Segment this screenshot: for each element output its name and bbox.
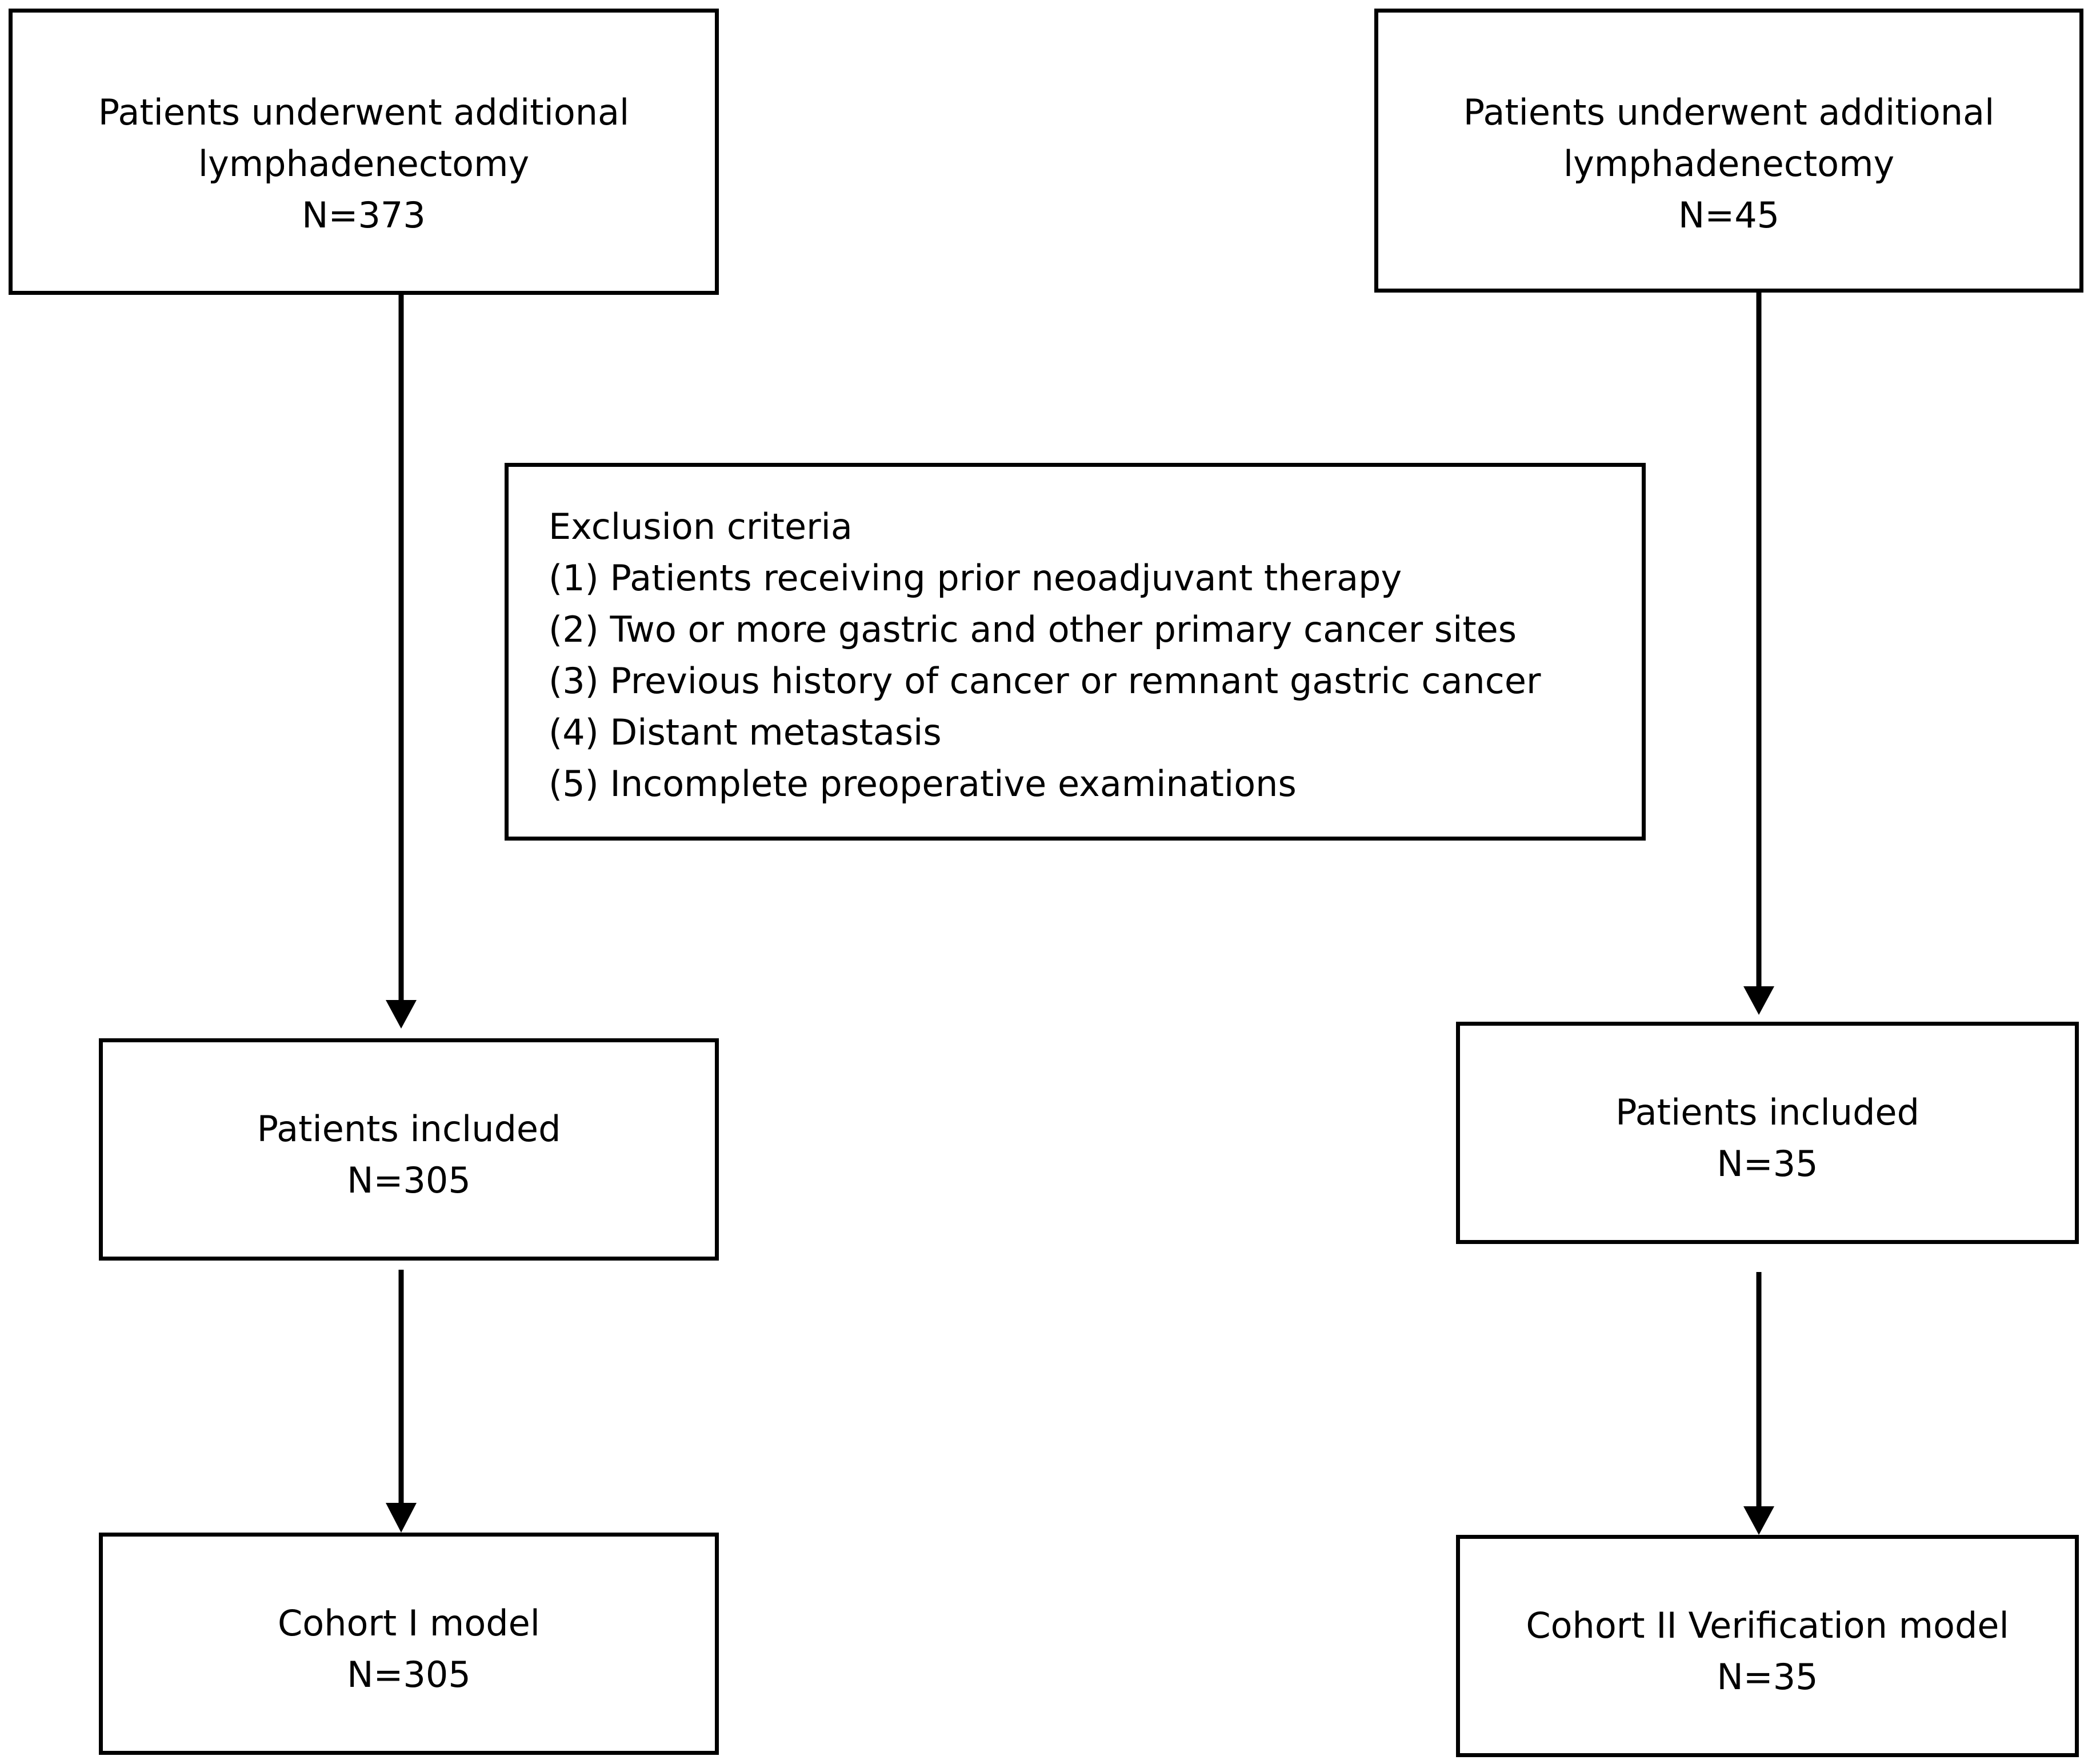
exclusion-item-5: (5) Incomplete preoperative examinations	[549, 763, 1297, 805]
left-middle-count: N=305	[347, 1159, 471, 1201]
exclusion-title: Exclusion criteria	[549, 506, 853, 547]
right-bottom-line1: Cohort II Verification model	[1526, 1605, 2009, 1646]
right-middle-box: Patients included N=35	[1456, 1022, 2079, 1244]
right-middle-count: N=35	[1717, 1143, 1818, 1185]
right-top-line2: lymphadenectomy	[1563, 143, 1895, 185]
left-bottom-count: N=305	[347, 1654, 471, 1695]
arrowhead-left-1	[386, 1000, 417, 1029]
left-middle-box: Patients included N=305	[99, 1038, 719, 1261]
left-top-line2: lymphadenectomy	[198, 143, 530, 185]
arrowhead-right-2	[1743, 1506, 1774, 1535]
exclusion-item-3: (3) Previous history of cancer or remnan…	[549, 660, 1541, 702]
right-top-count: N=45	[1678, 194, 1780, 236]
right-top-box: Patients underwent additional lymphadene…	[1374, 9, 2083, 293]
right-bottom-count: N=35	[1717, 1656, 1818, 1698]
left-bottom-line1: Cohort I model	[277, 1602, 540, 1644]
left-middle-line1: Patients included	[257, 1108, 561, 1150]
exclusion-box: Exclusion criteria (1) Patients receivin…	[505, 463, 1646, 841]
left-top-line1: Patients underwent additional	[98, 91, 630, 133]
left-top-box: Patients underwent additional lymphadene…	[9, 9, 719, 295]
exclusion-item-1: (1) Patients receiving prior neoadjuvant…	[549, 557, 1402, 599]
right-middle-line1: Patients included	[1615, 1091, 1919, 1133]
right-top-line1: Patients underwent additional	[1463, 91, 1995, 133]
left-bottom-box: Cohort I model N=305	[99, 1533, 719, 1755]
arrowhead-left-2	[386, 1503, 417, 1533]
exclusion-item-2: (2) Two or more gastric and other primar…	[549, 609, 1517, 650]
exclusion-item-4: (4) Distant metastasis	[549, 711, 942, 753]
arrowhead-right-1	[1743, 986, 1774, 1015]
right-bottom-box: Cohort II Verification model N=35	[1456, 1535, 2079, 1757]
left-top-count: N=373	[302, 194, 426, 236]
